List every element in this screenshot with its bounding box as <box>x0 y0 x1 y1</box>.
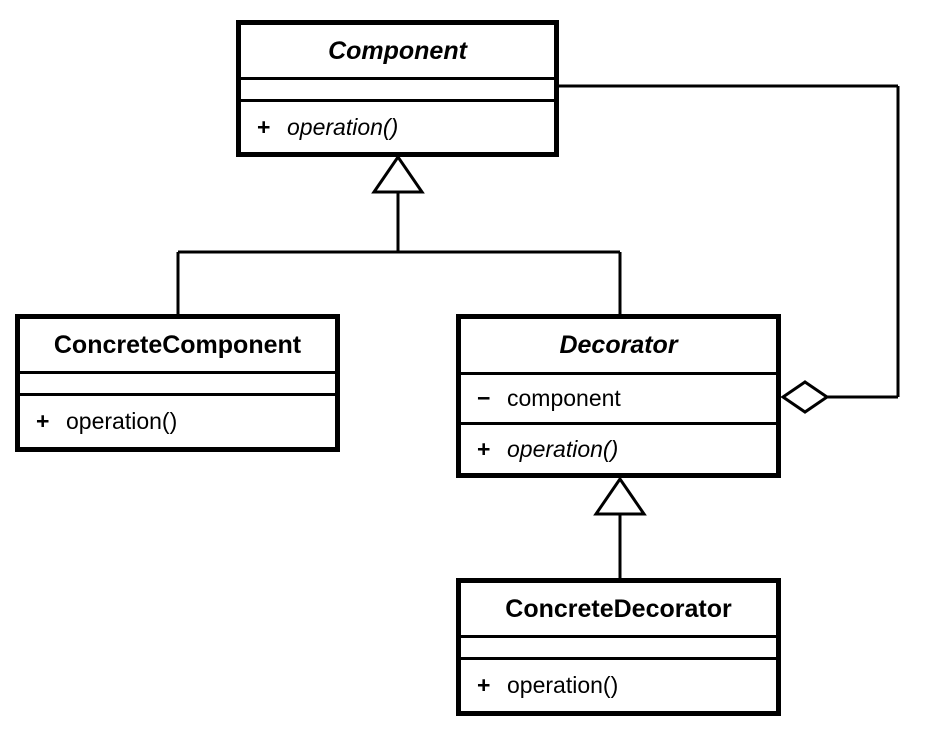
class-name-concrete-decorator: ConcreteDecorator <box>505 594 732 623</box>
class-operations-compartment: + operation() <box>20 393 335 447</box>
class-title-compartment: ConcreteDecorator <box>461 583 776 635</box>
class-name-concrete-component: ConcreteComponent <box>53 330 302 359</box>
class-title-compartment: Decorator <box>461 319 776 372</box>
visibility-marker: + <box>36 408 50 434</box>
visibility-marker: − <box>477 385 491 411</box>
class-title-compartment: ConcreteComponent <box>20 319 335 371</box>
class-operations-compartment: + operation() <box>461 657 776 711</box>
hollow-triangle-arrowhead <box>371 154 425 194</box>
operation-row: + operation() <box>477 436 618 463</box>
hollow-triangle-arrowhead <box>593 476 647 516</box>
class-operations-compartment: + operation() <box>461 422 776 473</box>
class-box-concrete-decorator[interactable]: ConcreteDecorator + operation() <box>456 578 781 716</box>
operation-name: operation() <box>287 113 399 140</box>
visibility-marker: + <box>477 435 491 462</box>
visibility-marker: + <box>477 672 491 698</box>
hollow-diamond-arrowhead <box>780 380 830 414</box>
class-box-component[interactable]: Component + operation() <box>236 20 559 157</box>
operation-row: + operation() <box>36 408 177 435</box>
operation-row: + operation() <box>257 114 398 141</box>
class-operations-compartment: + operation() <box>241 99 554 152</box>
class-box-decorator[interactable]: Decorator − component + operation() <box>456 314 781 478</box>
operation-name: operation() <box>507 435 619 462</box>
operation-name: operation() <box>507 672 619 698</box>
class-title-compartment: Component <box>241 25 554 77</box>
attribute-row: − component <box>477 385 621 412</box>
class-attributes-compartment <box>241 77 554 99</box>
class-name-decorator: Decorator <box>559 331 678 359</box>
visibility-marker: + <box>257 113 271 140</box>
class-attributes-compartment <box>20 371 335 393</box>
operation-row: + operation() <box>477 672 618 699</box>
class-name-component: Component <box>328 36 467 65</box>
generalization-concrete-decorator <box>593 476 647 579</box>
class-attributes-compartment <box>461 635 776 657</box>
generalization-tree-component <box>176 154 622 316</box>
class-attributes-compartment: − component <box>461 372 776 422</box>
class-box-concrete-component[interactable]: ConcreteComponent + operation() <box>15 314 340 452</box>
operation-name: operation() <box>66 408 178 434</box>
attribute-name: component <box>507 385 621 411</box>
